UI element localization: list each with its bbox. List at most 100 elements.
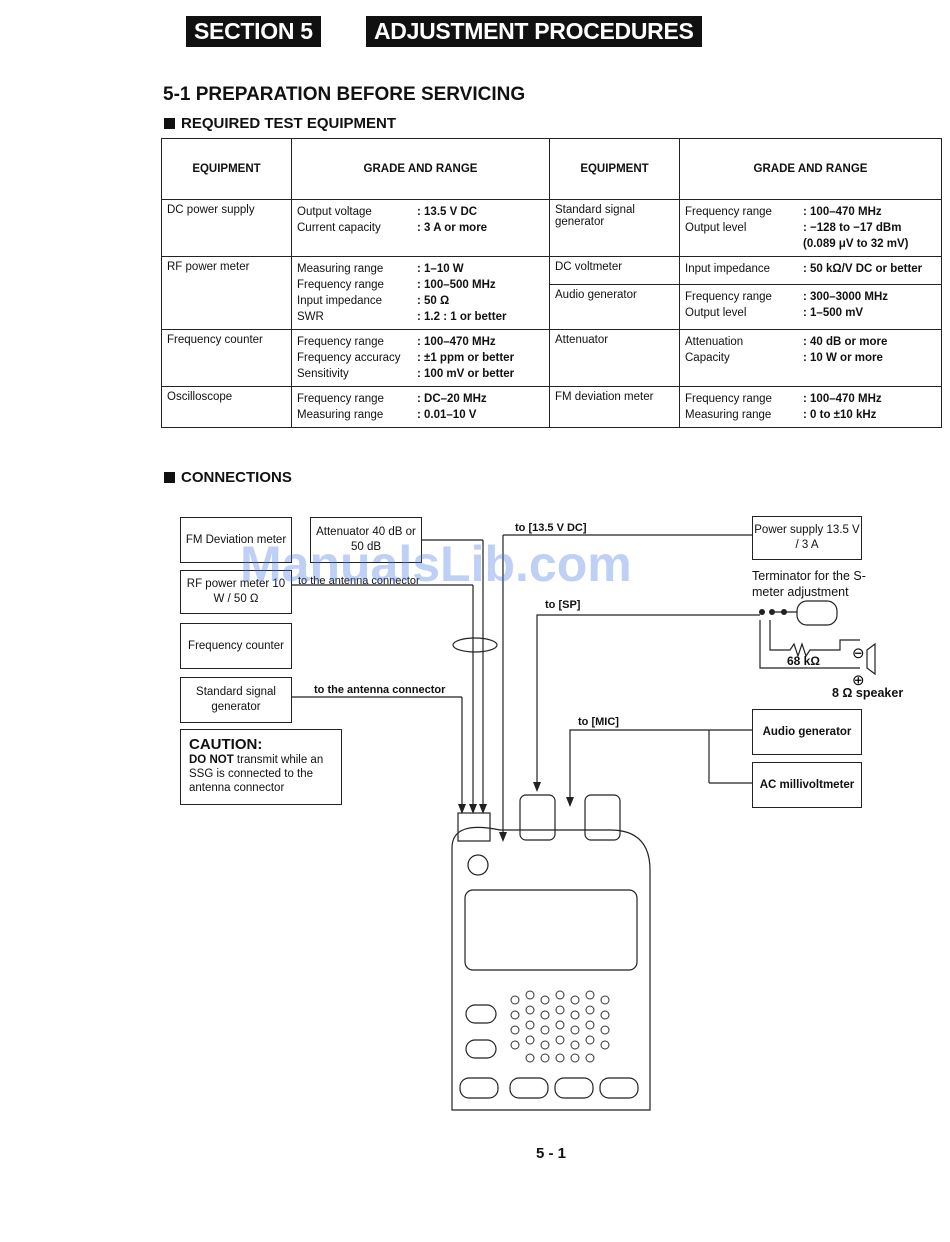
- spec-value: : 100 mV or better: [417, 368, 515, 380]
- to-antenna-label-1: to the antenna connector: [298, 575, 420, 587]
- spec-row: Measuring range: 0 to ±10 kHz: [685, 407, 936, 423]
- resistor-label: 68 kΩ: [787, 654, 820, 668]
- connections-heading: CONNECTIONS: [164, 469, 292, 486]
- audio-generator-box: Audio generator: [752, 709, 862, 755]
- to-antenna-label-2: to the antenna connector: [314, 684, 446, 696]
- spec-value: : 10 W or more: [803, 352, 883, 364]
- plus-icon: ⊕: [852, 672, 865, 689]
- spec-key: Input impedance: [297, 295, 383, 307]
- spec-row: Frequency range : 100–470 MHz: [685, 204, 936, 220]
- spec-key: Measuring range: [297, 263, 384, 275]
- spec-row: Frequency range: DC–20 MHz: [297, 391, 544, 407]
- caution-box: CAUTION: DO NOT transmit while an SSG is…: [180, 729, 342, 805]
- spec-key: Measuring range: [297, 409, 384, 421]
- spec-row: Frequency range : 100–470 MHz: [297, 334, 544, 350]
- equip-heading: REQUIRED TEST EQUIPMENT: [164, 115, 396, 132]
- equipment-specs: Input impedance : 50 kΩ/V DC or better: [679, 256, 942, 285]
- spec-value: : 3 A or more: [417, 222, 488, 234]
- spec-row: Output voltage: 13.5 V DC: [297, 204, 544, 220]
- spec-key: Frequency range: [297, 336, 384, 348]
- frequency-counter-box: Frequency counter: [180, 623, 292, 669]
- spec-key: Current capacity: [297, 222, 381, 234]
- spec-row: SWR: 1.2 : 1 or better: [297, 309, 544, 325]
- spec-row: Measuring range : 1–10 W: [297, 261, 544, 277]
- to-mic-label: to [MIC]: [578, 716, 619, 728]
- square-bullet-icon: [164, 472, 175, 483]
- spec-value: : −128 to −17 dBm: [803, 222, 902, 234]
- equipment-name: Audio generator: [549, 283, 680, 331]
- spec-value: : 0.01–10 V: [417, 409, 477, 421]
- fm-deviation-meter-box: FM Deviation meter: [180, 517, 292, 563]
- spec-value: : 1–10 W: [417, 263, 464, 275]
- spec-key: Frequency range: [297, 279, 384, 291]
- spec-value: : 100–470 MHz: [803, 206, 882, 218]
- spec-row: Measuring range : 0.01–10 V: [297, 407, 544, 423]
- spec-value: : DC–20 MHz: [417, 393, 487, 405]
- spec-value: : 50 kΩ/V DC or better: [803, 263, 923, 275]
- ac-millivoltmeter-box: AC millivoltmeter: [752, 762, 862, 808]
- equip-heading-text: REQUIRED TEST EQUIPMENT: [181, 115, 397, 132]
- page-number: 5 - 1: [536, 1145, 567, 1162]
- spec-row: Sensitivity: 100 mV or better: [297, 366, 544, 382]
- section-title: ADJUSTMENT PROCEDURES: [366, 16, 702, 47]
- spec-row: Output level: 1–500 mV: [685, 305, 936, 321]
- col-header: EQUIPMENT: [549, 138, 680, 200]
- to-sp-label: to [SP]: [545, 599, 581, 611]
- spec-row: Capacity : 10 W or more: [685, 350, 936, 366]
- rf-power-meter-box: RF power meter 10 W / 50 Ω: [180, 570, 292, 614]
- spec-value: : 300–3000 MHz: [803, 290, 889, 303]
- spec-row: Input impedance : 50 kΩ/V DC or better: [685, 261, 936, 277]
- spec-value: (0.089 μV to 32 mV): [803, 238, 909, 250]
- spec-key: Frequency range: [685, 290, 772, 303]
- spec-value: : 100–470 MHz: [417, 336, 496, 348]
- attenuator-box: Attenuator 40 dB or 50 dB: [310, 517, 422, 563]
- spec-row: Input impedance : 50 Ω: [297, 293, 544, 309]
- square-bullet-icon: [164, 118, 175, 129]
- equipment-table: EQUIPMENT GRADE AND RANGE EQUIPMENT GRAD…: [161, 138, 942, 428]
- equipment-name: RF power meter: [161, 256, 292, 330]
- watermark: ManualsLib.com: [240, 536, 632, 592]
- equipment-name: DC power supply: [161, 199, 292, 257]
- terminator-label: Terminator for the S-meter adjustment: [752, 569, 866, 599]
- minus-icon: ⊖: [852, 645, 865, 662]
- spec-row: Output level : −128 to −17 dBm: [685, 220, 936, 236]
- caution-text: DO NOT transmit while an SSG is connecte…: [189, 753, 333, 795]
- caution-title: CAUTION:: [189, 736, 263, 753]
- spec-key: Measuring range: [685, 409, 772, 421]
- spec-value: : 40 dB or more: [803, 336, 888, 348]
- spec-key: Frequency accuracy: [297, 352, 401, 364]
- col-header: GRADE AND RANGE: [291, 138, 550, 200]
- spec-row: Frequency range: 100–500 MHz: [297, 277, 544, 293]
- spec-key: Input impedance: [685, 263, 771, 275]
- spec-key: Attenuation: [685, 336, 744, 348]
- spec-row: Current capacity : 3 A or more: [297, 220, 544, 236]
- spec-value: : 13.5 V DC: [417, 206, 478, 218]
- to-dc-label: to [13.5 V DC]: [515, 522, 587, 534]
- speaker-label: 8 Ω speaker: [832, 686, 904, 700]
- spec-value: : 50 Ω: [417, 295, 450, 307]
- spec-key: Output level: [685, 222, 747, 234]
- section-label: SECTION 5: [186, 16, 321, 47]
- equipment-name: DC voltmeter: [549, 256, 680, 285]
- spec-row: Frequency accuracy: ±1 ppm or better: [297, 350, 544, 366]
- spec-key: Frequency range: [685, 393, 772, 405]
- power-supply-box: Power supply 13.5 V / 3 A: [752, 516, 862, 560]
- connections-heading-text: CONNECTIONS: [181, 469, 292, 486]
- spec-key: Frequency range: [685, 206, 772, 218]
- spec-value: : 1.2 : 1 or better: [417, 311, 507, 323]
- equipment-name: Standard signal generator: [549, 199, 680, 257]
- spec-row: Frequency range : 300–3000 MHz: [685, 289, 936, 305]
- spec-key: Capacity: [685, 352, 730, 364]
- spec-key: Output level: [685, 306, 747, 319]
- col-header: GRADE AND RANGE: [679, 138, 942, 200]
- equipment-name: FM deviation meter: [549, 386, 680, 428]
